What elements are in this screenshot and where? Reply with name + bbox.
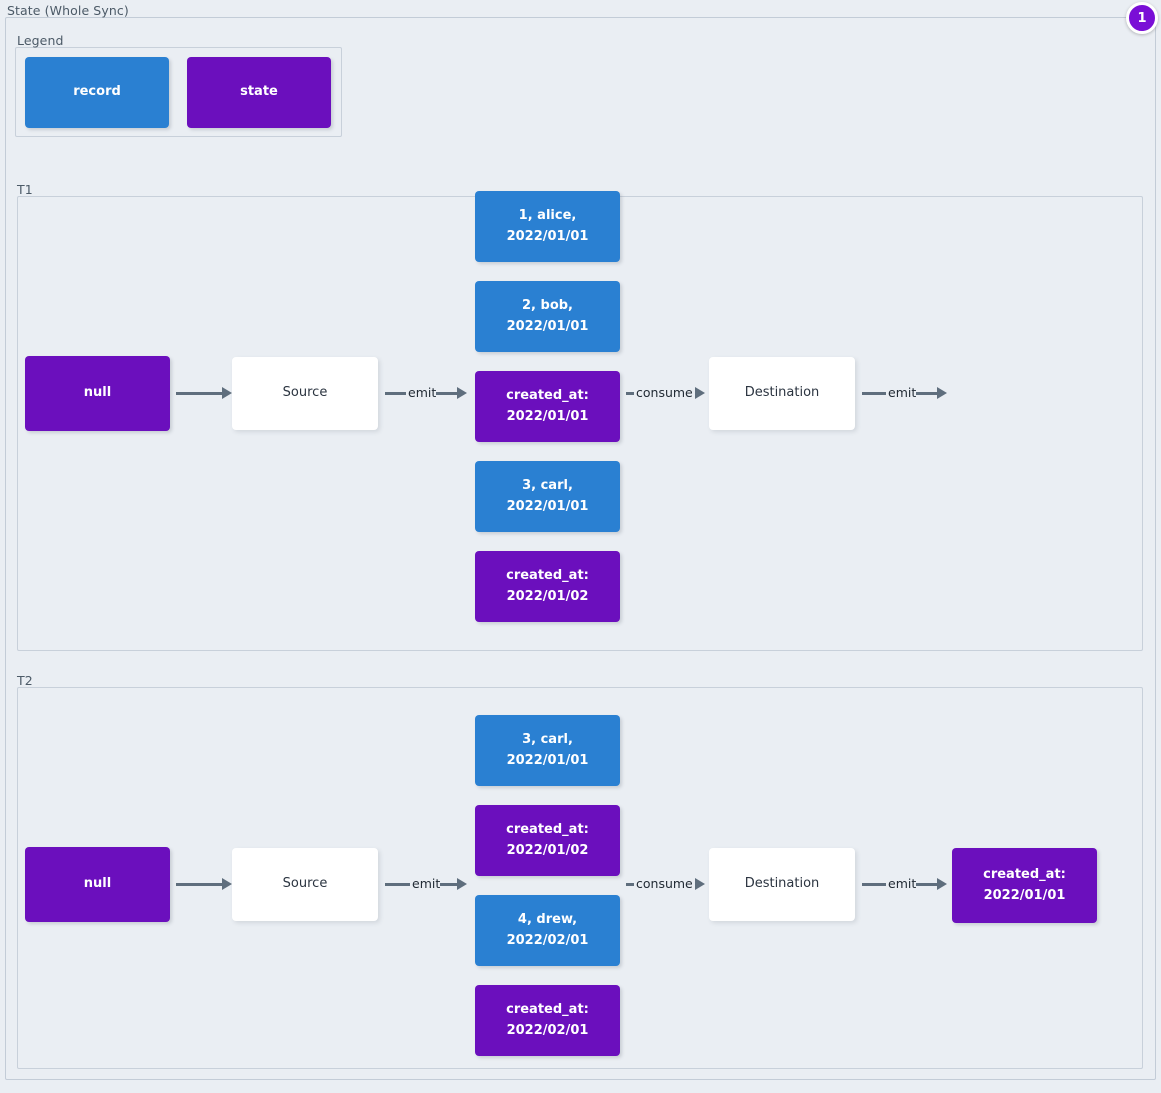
t1-stream-state-node: created_at: 2022/01/01 [475, 371, 620, 442]
legend-title: Legend [17, 33, 64, 48]
t2-edge-dest-emit-right [916, 883, 940, 886]
t1-arrowhead-source-emit [457, 387, 467, 399]
t2-output-state-node: created_at: 2022/01/01 [952, 848, 1097, 923]
t2-source-node: Source [232, 848, 378, 921]
cluster-t2-title: T2 [17, 673, 33, 688]
t1-edge-consume-left [626, 392, 640, 395]
t2-edge-dest-emit-left [862, 883, 889, 886]
t1-edge-source-emit-right [436, 392, 460, 395]
t2-edge-label-consume: consume [634, 876, 695, 891]
t1-edge-label-consume: consume [634, 385, 695, 400]
t1-edge-state-to-source [176, 392, 224, 395]
t1-arrowhead-dest-emit [937, 387, 947, 399]
t2-arrowhead-dest-emit [937, 878, 947, 890]
t2-edge-label-dest-emit: emit [886, 876, 919, 891]
t2-edge-label-source-emit: emit [410, 876, 443, 891]
t2-edge-consume-left [626, 883, 640, 886]
t1-edge-source-emit-left [385, 392, 412, 395]
t1-stream-record-node: 2, bob, 2022/01/01 [475, 281, 620, 352]
t1-arrowhead-state-to-source [222, 387, 232, 399]
t1-stream-record-node: 3, carl, 2022/01/01 [475, 461, 620, 532]
t2-destination-node: Destination [709, 848, 855, 921]
t2-stream-record-node: 3, carl, 2022/01/01 [475, 715, 620, 786]
t1-stream-state-node: created_at: 2022/01/02 [475, 551, 620, 622]
t1-edge-label-dest-emit: emit [886, 385, 919, 400]
t1-arrowhead-consume [695, 387, 705, 399]
t1-destination-node: Destination [709, 357, 855, 430]
t2-arrowhead-consume [695, 878, 705, 890]
cluster-t1-title: T1 [17, 182, 33, 197]
t2-edge-state-to-source [176, 883, 224, 886]
t2-initial-state-node: null [25, 847, 170, 922]
t1-initial-state-node: null [25, 356, 170, 431]
t2-arrowhead-source-emit [457, 878, 467, 890]
legend-swatch-record: record [25, 57, 169, 128]
step-badge[interactable]: 1 [1126, 2, 1158, 34]
t1-stream-record-node: 1, alice, 2022/01/01 [475, 191, 620, 262]
diagram-title: State (Whole Sync) [7, 3, 129, 18]
t1-edge-dest-emit-left [862, 392, 889, 395]
t1-edge-label-source-emit: emit [406, 385, 439, 400]
t2-stream-record-node: 4, drew, 2022/02/01 [475, 895, 620, 966]
legend-swatch-state: state [187, 57, 331, 128]
t1-edge-dest-emit-right [916, 392, 940, 395]
t2-stream-state-node: created_at: 2022/02/01 [475, 985, 620, 1056]
t2-edge-source-emit-right [440, 883, 460, 886]
t2-edge-source-emit-left [385, 883, 412, 886]
t1-source-node: Source [232, 357, 378, 430]
t2-arrowhead-state-to-source [222, 878, 232, 890]
t2-stream-state-node: created_at: 2022/01/02 [475, 805, 620, 876]
